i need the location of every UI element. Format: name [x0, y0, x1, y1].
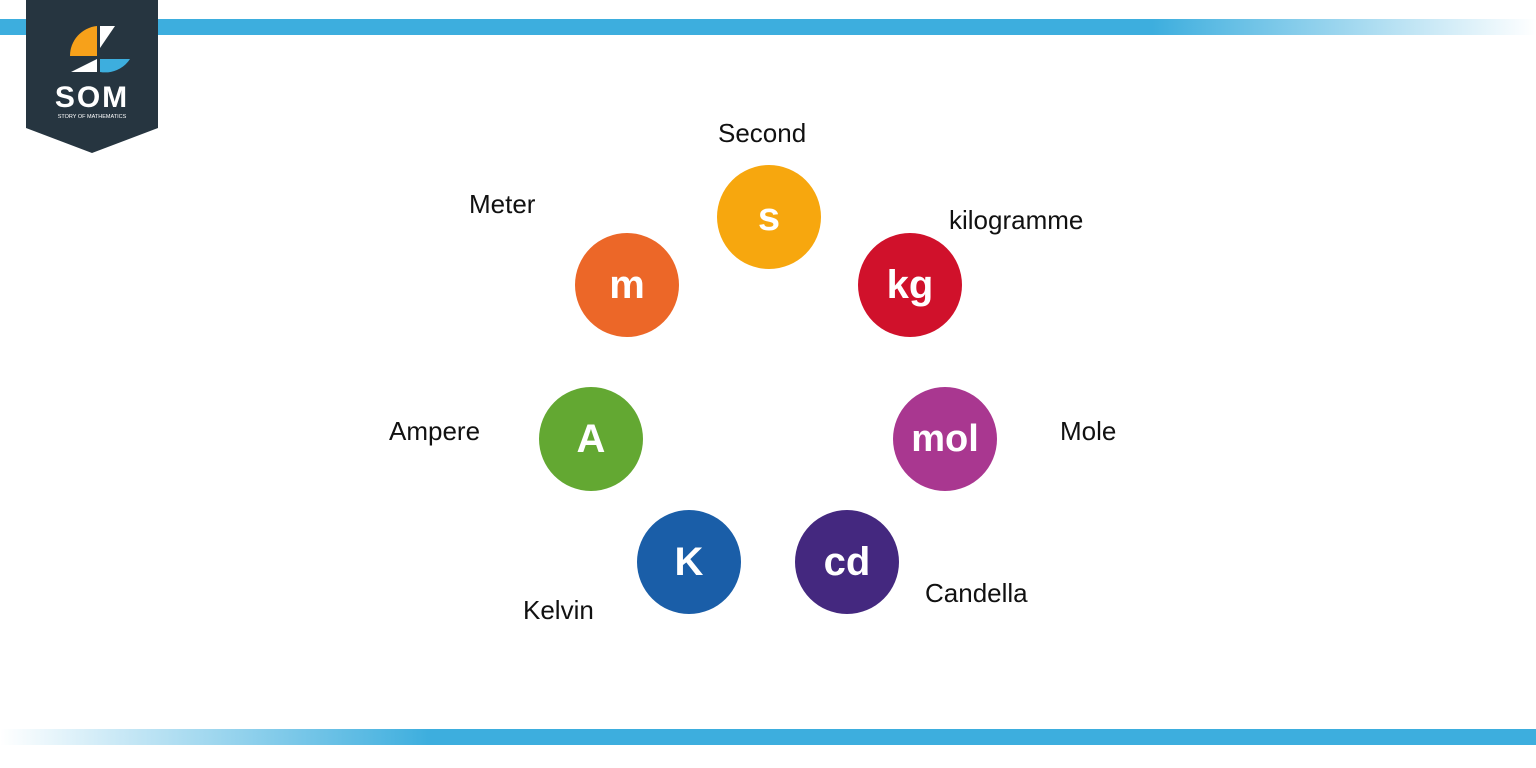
svg-text:SOM: SOM: [55, 81, 129, 114]
unit-label-kelvin: Kelvin: [523, 595, 594, 625]
unit-circle-meter: m: [575, 233, 679, 337]
unit-circle-second: s: [717, 165, 821, 269]
som-logo: SOM STORY OF MATHEMATICS: [26, 0, 158, 153]
unit-circle-ampere: A: [539, 387, 643, 491]
top-accent-bar: [0, 19, 1536, 35]
bottom-accent-bar: [0, 729, 1536, 745]
unit-circle-kilogramme: kg: [858, 233, 962, 337]
unit-label-ampere: Ampere: [389, 416, 481, 446]
unit-label-second: Second: [718, 118, 807, 148]
unit-label-mole: Mole: [1060, 416, 1117, 446]
unit-circle-mole: mol: [893, 387, 997, 491]
unit-label-meter: Meter: [469, 189, 536, 219]
svg-text:STORY OF MATHEMATICS: STORY OF MATHEMATICS: [58, 114, 127, 120]
unit-circle-kelvin: K: [637, 510, 741, 614]
unit-label-kilogramme: kilogramme: [949, 205, 1084, 235]
unit-circle-candela: cd: [795, 510, 899, 614]
unit-label-candela: Candella: [925, 578, 1028, 608]
